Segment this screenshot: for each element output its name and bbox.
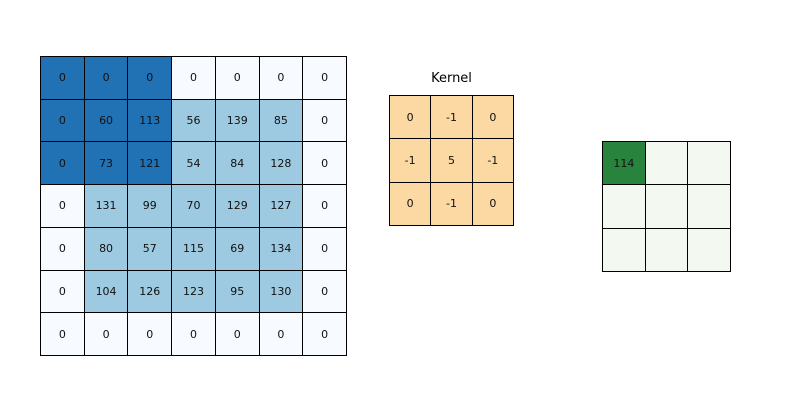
input-cell-r0c4: 0 [215, 57, 259, 99]
input-cell-r4c0: 0 [41, 227, 84, 270]
input-cell-r4c2: 57 [128, 227, 172, 270]
input-cell-r3c3: 70 [172, 185, 215, 227]
kernel-cell-r2c0: 0 [390, 182, 431, 225]
input-cell-r3c0: 0 [41, 185, 84, 227]
input-cell-r4c5: 134 [259, 227, 303, 270]
input-cell-r0c0: 0 [41, 57, 84, 99]
input-cell-r2c0: 0 [41, 142, 84, 185]
input-cell-r3c1: 131 [84, 185, 128, 227]
input-cell-r1c5: 85 [259, 99, 303, 142]
input-cell-r5c5: 130 [259, 270, 303, 313]
output-cell-r2c2 [688, 228, 730, 271]
output-cell-r0c1 [645, 142, 688, 185]
input-cell-r5c1: 104 [84, 270, 128, 313]
output-cell-r0c2 [688, 142, 730, 185]
input-cell-r4c6: 0 [303, 227, 346, 270]
output-cell-r1c0 [603, 185, 645, 228]
kernel-cell-r0c0: 0 [390, 96, 431, 139]
input-cell-r0c6: 0 [303, 57, 346, 99]
input-cell-r6c5: 0 [259, 313, 303, 355]
input-cell-r3c5: 127 [259, 185, 303, 227]
input-cell-r2c5: 128 [259, 142, 303, 185]
input-cell-r2c4: 84 [215, 142, 259, 185]
kernel-cell-r0c2: 0 [472, 96, 513, 139]
output-cell-r2c0 [603, 228, 645, 271]
input-cell-r2c1: 73 [84, 142, 128, 185]
kernel-cell-r2c2: 0 [472, 182, 513, 225]
input-cell-r1c6: 0 [303, 99, 346, 142]
input-cell-r5c4: 95 [215, 270, 259, 313]
input-cell-r0c1: 0 [84, 57, 128, 99]
input-cell-r4c4: 69 [215, 227, 259, 270]
kernel-cell-r1c2: -1 [472, 139, 513, 182]
input-cell-r0c2: 0 [128, 57, 172, 99]
input-cell-r1c0: 0 [41, 99, 84, 142]
input-cell-r2c6: 0 [303, 142, 346, 185]
kernel-title: Kernel [431, 71, 472, 86]
input-cell-r3c6: 0 [303, 185, 346, 227]
input-cell-r1c4: 139 [215, 99, 259, 142]
output-cell-r1c1 [645, 185, 688, 228]
kernel-cell-r2c1: -1 [431, 182, 472, 225]
input-cell-r2c3: 54 [172, 142, 215, 185]
input-cell-r4c3: 115 [172, 227, 215, 270]
input-cell-r6c4: 0 [215, 313, 259, 355]
input-cell-r0c5: 0 [259, 57, 303, 99]
input-cell-r1c2: 113 [128, 99, 172, 142]
input-cell-r5c2: 126 [128, 270, 172, 313]
output-cell-r0c0: 114 [603, 142, 645, 185]
input-cell-r3c4: 129 [215, 185, 259, 227]
input-cell-r4c1: 80 [84, 227, 128, 270]
output-matrix: 114 [602, 141, 731, 272]
input-cell-r6c2: 0 [128, 313, 172, 355]
input-cell-r6c6: 0 [303, 313, 346, 355]
output-cell-r2c1 [645, 228, 688, 271]
input-cell-r5c3: 123 [172, 270, 215, 313]
kernel-cell-r1c0: -1 [390, 139, 431, 182]
output-cell-r1c2 [688, 185, 730, 228]
input-cell-r5c0: 0 [41, 270, 84, 313]
input-cell-r1c1: 60 [84, 99, 128, 142]
input-cell-r6c0: 0 [41, 313, 84, 355]
input-cell-r3c2: 99 [128, 185, 172, 227]
input-cell-r6c3: 0 [172, 313, 215, 355]
input-cell-r2c2: 121 [128, 142, 172, 185]
input-cell-r5c6: 0 [303, 270, 346, 313]
kernel-cell-r1c1: 5 [431, 139, 472, 182]
kernel-cell-r0c1: -1 [431, 96, 472, 139]
input-cell-r0c3: 0 [172, 57, 215, 99]
input-cell-r6c1: 0 [84, 313, 128, 355]
input-cell-r1c3: 56 [172, 99, 215, 142]
